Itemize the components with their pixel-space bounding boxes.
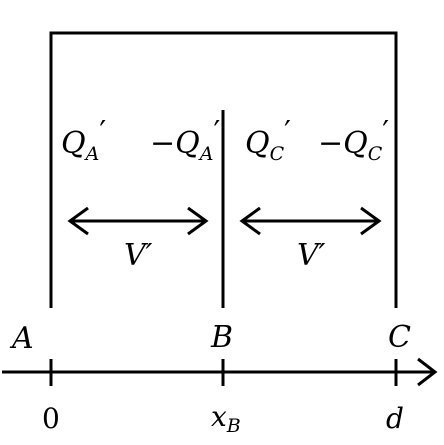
x-axis: [2, 357, 438, 387]
voltage-arrow-right: [239, 206, 382, 236]
charge-label-qa: QA′: [61, 115, 106, 165]
voltage-label-right: V′: [297, 238, 326, 273]
axis-label-zero: 0: [42, 402, 60, 435]
voltage-label-left: V′: [124, 238, 153, 273]
charge-label-neg-qc: −QC′: [318, 115, 389, 165]
axis-label-xb: xB: [211, 400, 241, 437]
point-label-a: A: [9, 321, 34, 356]
charge-label-qc: QC′: [245, 115, 291, 165]
point-label-b: B: [210, 320, 233, 355]
point-label-c: C: [388, 320, 411, 355]
connecting-wire: [49, 31, 398, 308]
voltage-arrow-left: [67, 206, 209, 236]
axis-label-d: d: [386, 402, 404, 435]
charge-label-neg-qa: −QA′: [150, 115, 220, 165]
